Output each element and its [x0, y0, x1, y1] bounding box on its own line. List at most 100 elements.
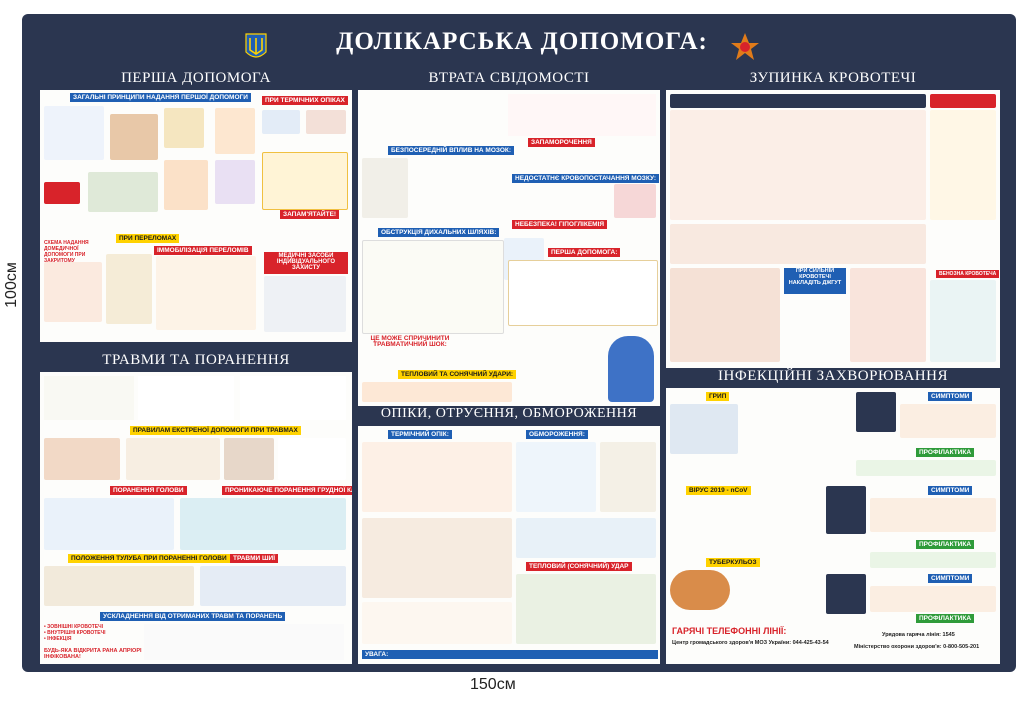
brain-impact-label: БЕЗПОСЕРЕДНІЙ ВПЛИВ НА МОЗОК: [388, 146, 515, 155]
infection-warning: БУДЬ-ЯКА ВІДКРИТА РАНА АПРІОРІ ІНФІКОВАН… [44, 648, 142, 660]
remember-label: ЗАПАМ'ЯТАЙТЕ! [280, 210, 340, 219]
wound-packing-image [850, 268, 926, 362]
tb-prevention-label: ПРОФІЛАКТИКА [916, 614, 975, 623]
tb-label: ТУБЕРКУЛЬОЗ [706, 558, 760, 567]
wound-care-image [224, 438, 274, 480]
poster-board: ДОЛІКАРСЬКА ДОПОМОГА: ПЕРША ДОПОМОГА ЗАГ… [22, 14, 1016, 672]
protection-label: МЕДИЧНІ ЗАСОБИ ІНДИВІДУАЛЬНОГО ЗАХИСТУ [264, 252, 348, 274]
torso-position-label: ПОЛОЖЕННЯ ТУЛУБА ПРИ ПОРАНЕННІ ГОЛОВИ [68, 554, 230, 563]
complication-list: • ЗОВНІШНІ КРОВОТЕЧІ• ВНУТРІШНІ КРОВОТЕЧ… [44, 624, 106, 642]
tb-symptoms-label: СИМПТОМИ [928, 574, 973, 583]
tourniquet-image [670, 268, 780, 362]
poisoning-image [600, 442, 656, 512]
complications-label: УСКЛАДНЕННЯ ВІД ОТРИМАНИХ ТРАВМ ТА ПОРАН… [100, 612, 286, 621]
fractures-label: ПРИ ПЕРЕЛОМАХ [116, 234, 180, 243]
covid-prevention-label: ПРОФІЛАКТИКА [916, 540, 975, 549]
tb-text [734, 570, 824, 610]
heat-stroke-burns-label: ТЕПЛОВИЙ (СОНЯЧНИЙ) УДАР [526, 562, 632, 571]
insufficient-blood-label: НЕДОСТАТНЄ КРОВОПОСТАЧАННЯ МОЗКУ: [512, 174, 660, 183]
covid-text [670, 498, 820, 550]
burn-degrees-image [362, 442, 512, 512]
first-aid-heading: ПЕРША ДОПОМОГА [121, 70, 271, 86]
help-decision-chart [508, 260, 658, 326]
complications-text [144, 624, 344, 660]
heat-stroke-label: ТЕПЛОВИЙ ТА СОНЯЧНИЙ УДАРИ: [398, 370, 517, 379]
patient-position-image [44, 566, 194, 606]
first-aid-panel: ЗАГАЛЬНІ ПРИНЦИПИ НАДАННЯ ПЕРШОЇ ДОПОМОГ… [40, 90, 352, 342]
covid-label: ВІРУС 2019 - nCoV [686, 486, 751, 495]
burn-step-image [215, 108, 255, 154]
brain-image [614, 184, 656, 218]
infections-panel: ГРИП СИМПТОМИ ПРОФІЛАКТИКА ВІРУС 2019 - … [666, 388, 1000, 664]
flu-if-sick-box [856, 392, 896, 432]
fainting-text [512, 150, 656, 172]
head-bandage-image [44, 498, 174, 550]
airway-obstruction-label: ОБСТРУКЦІЯ ДИХАЛЬНИХ ШЛЯХІВ: [378, 228, 500, 237]
burn-first-aid-image [362, 518, 512, 598]
covid-symptoms-label: СИМПТОМИ [928, 486, 973, 495]
brain-icons [362, 158, 408, 218]
immobilization-diagram [156, 256, 256, 330]
rules-text-box [278, 438, 346, 480]
heat-stroke-icons [362, 382, 512, 402]
trident-emblem-icon [245, 33, 267, 58]
human-body-figure [608, 336, 654, 402]
fracture-scheme-image [44, 262, 102, 322]
thermal-burns-label: ПРИ ТЕРМІЧНИХ ОПІКАХ [262, 96, 348, 105]
hotline-government: Урядова гаряча лінія: 1545 [882, 632, 955, 638]
bleeding-table-header [670, 94, 926, 108]
height-dimension: 100см [3, 262, 21, 308]
bleeding-heading: ЗУПИНКА КРОВОТЕЧІ [749, 70, 917, 86]
burn-dressing-image [306, 110, 346, 134]
brain-impact-text [412, 158, 508, 220]
frostbite-image [516, 442, 596, 512]
first-aid-hands-image [44, 438, 120, 480]
burn-care-image [215, 160, 255, 204]
arterial-header [930, 94, 996, 108]
bandaging-image [126, 438, 220, 480]
hotline-ministry: Міністерство охорони здоров'я: 0-800-505… [854, 644, 980, 650]
consciousness-panel: ЗАПАМОРОЧЕННЯ БЕЗПОСЕРЕДНІЙ ВПЛИВ НА МОЗ… [358, 90, 660, 406]
flu-label: ГРИП [706, 392, 730, 401]
injury-definitions [44, 376, 134, 420]
injuries-heading: ТРАВМИ ТА ПОРАНЕННЯ [102, 352, 290, 368]
splint-image [106, 254, 152, 324]
injury-types [138, 376, 234, 420]
first-aid-kit-image [88, 172, 158, 212]
warming-image [516, 518, 656, 558]
causes-list [362, 94, 502, 144]
flu-patient-image [670, 404, 738, 454]
cpr-image [164, 108, 204, 148]
shock-label: ЦЕ МОЖЕ СПРИЧИНИТИ ТРАВМАТИЧНИЙ ШОК: [370, 335, 450, 348]
first-help-steps [508, 94, 656, 136]
rescue-service-emblem-icon [731, 33, 759, 60]
immobilization-label: ІММОБІЛІЗАЦІЯ ПЕРЕЛОМІВ [154, 246, 252, 255]
recovery-position-image [164, 160, 208, 210]
hotline-center: Центр громадського здоров'я МОЗ України:… [672, 640, 829, 646]
arterial-points-image [930, 110, 996, 220]
tourniquet-label: ПРИ СИЛЬНІЙ КРОВОТЕЧІ НАКЛАДІТЬ ДЖГУТ [784, 268, 846, 294]
thermal-burn-label: ТЕРМІЧНИЙ ОПІК: [388, 430, 452, 439]
burns-panel: ТЕРМІЧНИЙ ОПІК: ОБМОРОЖЕННЯ: ТЕПЛОВИЙ (С… [358, 426, 660, 664]
chest-injury-label: ПРОНИКАЮЧЕ ПОРАНЕННЯ ГРУДНОЇ КЛІТКИ [222, 486, 352, 495]
poster-title: ДОЛІКАРСЬКА ДОПОМОГА: [336, 28, 708, 55]
heat-stroke-image [516, 574, 656, 644]
injuries-panel: ПРАВИЛАМ ЕКСТРЕНОЇ ДОПОМОГИ ПРИ ТРАВМАХ … [40, 372, 352, 664]
neck-collar-image [200, 566, 346, 606]
warning-bar: УВАГА: [362, 650, 658, 659]
covid-if-sick-box [826, 486, 866, 534]
burn-notice-box [262, 152, 348, 210]
blood-supply-text [512, 186, 612, 216]
principles-label: ЗАГАЛЬНІ ПРИНЦИПИ НАДАННЯ ПЕРШОЇ ДОПОМОГ… [70, 93, 251, 102]
burns-heading: ОПІКИ, ОТРУЄННЯ, ОБМОРОЖЕННЯ [380, 406, 638, 421]
frostbite-label: ОБМОРОЖЕННЯ: [526, 430, 588, 439]
car-image [44, 182, 80, 204]
bacteria-image [670, 570, 730, 610]
flu-symptoms-icons [900, 404, 996, 438]
rescuer-image [110, 114, 158, 160]
bleeding-panel: ПРИ СИЛЬНІЙ КРОВОТЕЧІ НАКЛАДІТЬ ДЖГУТ ВЕ… [666, 90, 1000, 368]
emergency-rules-label: ПРАВИЛАМ ЕКСТРЕНОЇ ДОПОМОГИ ПРИ ТРАВМАХ [130, 426, 301, 435]
head-injury-label: ПОРАНЕННЯ ГОЛОВИ [110, 486, 187, 495]
airway-table [362, 240, 504, 334]
width-dimension: 150см [470, 676, 516, 693]
